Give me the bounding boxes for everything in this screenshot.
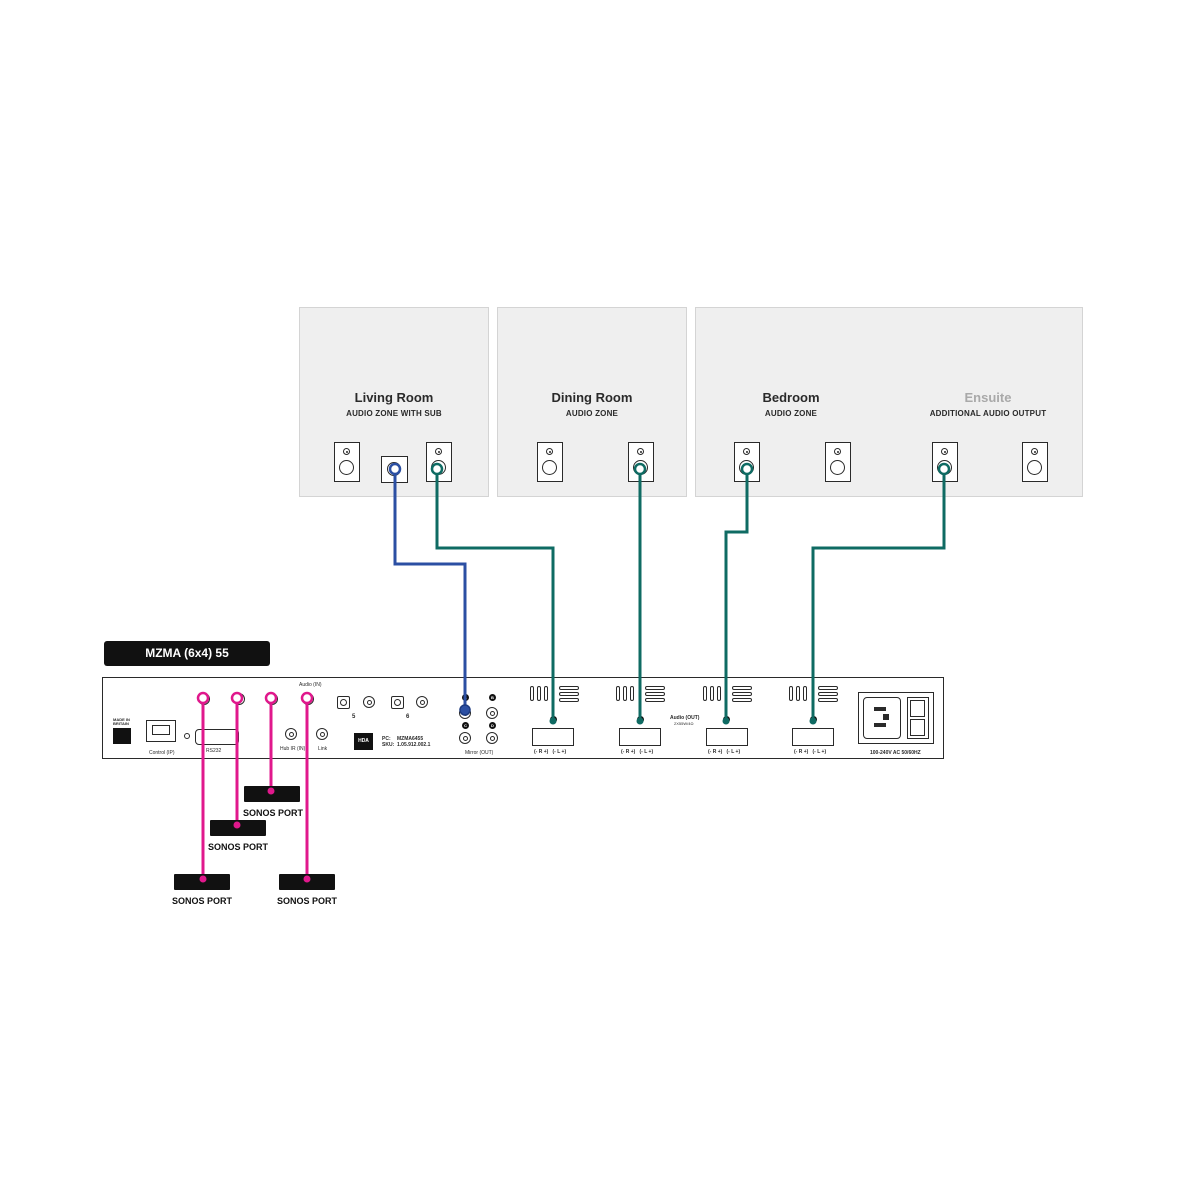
speaker-terminal-zone-3[interactable] [706,728,748,746]
control-ip-label: Control (IP) [149,750,175,756]
sonos-port-device [174,874,230,890]
mirror-port-c-marker: C [462,722,469,729]
screw-icon [184,733,190,739]
speaker-icon [825,442,851,482]
speaker-icon [734,442,760,482]
terminal-polarity-label: (- R +) (- L +) [708,749,741,755]
terminal-polarity-label: (- R +) (- L +) [534,749,567,755]
sonos-port-device [279,874,335,890]
optical-input-5-icon[interactable] [337,696,350,709]
mirror-out-c-port[interactable] [459,732,471,744]
speaker-terminal-zone-4[interactable] [792,728,834,746]
hub-ir-label: Hub IR (IN) [280,746,306,752]
zone-subtitle: AUDIO ZONE [565,409,619,418]
terminal-polarity-label: (- R +) (- L +) [794,749,827,755]
sonos-port-label: SONOS PORT [243,808,304,818]
pc-label: PC: [382,736,391,742]
input-6-label: 6 [406,714,410,720]
zone-dining-room [497,307,687,497]
sku-label: SKU: [382,742,395,748]
mirror-out-label: Mirror (OUT) [465,750,494,756]
zone-subtitle: AUDIO ZONE [764,409,818,418]
vent-grille [530,686,586,706]
power-inlet-icon [858,692,934,744]
zone-label-bedroom: Bedroom AUDIO ZONE [711,390,871,420]
mirror-connector [459,704,471,716]
speaker-terminal-zone-2[interactable] [619,728,661,746]
zone-label-living-room: Living Room AUDIO ZONE WITH SUB [314,390,474,420]
speaker-wire [811,469,946,720]
zone-label-dining-room: Dining Room AUDIO ZONE [512,390,672,420]
vent-grille [789,686,845,706]
sonos-port-label: SONOS PORT [277,896,338,906]
speaker-connector [633,462,647,476]
speaker-connector [430,462,444,476]
made-in-britain-logo: MADE IN BRITAIN [113,718,133,746]
terminal-polarity-label: (- R +) (- L +) [621,749,654,755]
coax-input-5-port[interactable] [363,696,375,708]
power-label: 100-240V AC 50/60HZ [870,750,921,756]
zone-title: Bedroom [762,390,820,405]
link-port[interactable] [316,728,328,740]
sonos-connector [264,691,278,705]
sku-value: 1.05.912.002.1 [397,742,431,748]
zone-title: Dining Room [551,390,633,405]
mirror-port-b-marker: B [489,694,496,701]
sonos-port-device [210,820,266,836]
audio-in-label: Audio (IN) [299,682,322,688]
rs232-label: RS232 [206,748,222,754]
zone-title: Ensuite [964,390,1012,405]
hda-logo: HDA [354,733,373,750]
sonos-port-label: SONOS PORT [172,896,233,906]
speaker-icon [334,442,360,482]
sonos-connector [230,691,244,705]
device-model-badge: MZMA (6x4) 55 [104,641,270,666]
audio-out-spec: 2X55W/4Ω [674,721,694,726]
sonos-connector [196,691,210,705]
amplifier-rear-panel: MADE IN BRITAIN Control (IP) RS232 Audio… [102,677,944,759]
input-5-label: 5 [352,714,356,720]
speaker-wire [724,469,749,720]
sonos-port-label: SONOS PORT [208,842,269,852]
mirror-out-d-port[interactable] [486,732,498,744]
sub-wire [393,469,467,708]
speaker-wire [435,469,555,720]
sonos-connector [300,691,314,705]
zone-title: Living Room [354,390,434,405]
speaker-connector [740,462,754,476]
coax-input-6-port[interactable] [416,696,428,708]
zone-subtitle: AUDIO ZONE WITH SUB [346,409,442,418]
zone-subtitle: ADDITIONAL AUDIO OUTPUT [929,409,1047,418]
vent-grille [703,686,759,706]
hub-ir-port[interactable] [285,728,297,740]
optical-input-6-icon[interactable] [391,696,404,709]
zone-label-ensuite: Ensuite ADDITIONAL AUDIO OUTPUT [898,390,1078,420]
link-label: Link [318,746,328,752]
sub-speaker-connector [388,462,402,476]
audio-out-label: Audio (OUT) [670,715,700,721]
pc-value: MZMA6455 [397,736,424,742]
speaker-connector [937,462,951,476]
speaker-icon [1022,442,1048,482]
mirror-port-d-marker: D [489,722,496,729]
speaker-icon [537,442,563,482]
mirror-out-b-port[interactable] [486,707,498,719]
sonos-port-device [244,786,300,802]
vent-grille [616,686,672,706]
ethernet-port-icon [146,720,176,742]
speaker-terminal-zone-1[interactable] [532,728,574,746]
